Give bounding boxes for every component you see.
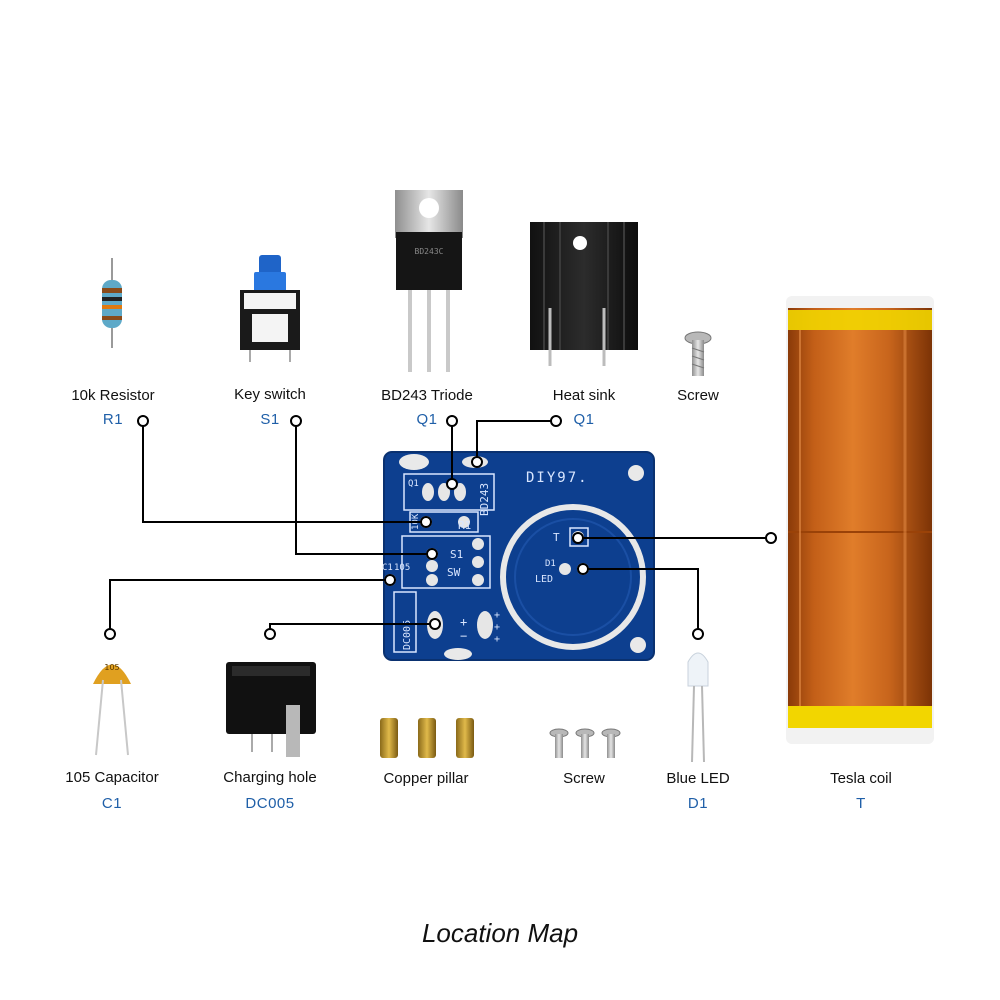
svg-text:+: + (494, 622, 500, 633)
svg-text:+: + (494, 610, 500, 621)
svg-text:+: + (494, 634, 500, 645)
transistor-image: BD243C (395, 190, 463, 372)
connector-d1 (583, 568, 699, 634)
heat-sink-image (530, 222, 638, 366)
tesla-coil-ref-label: T (856, 795, 866, 812)
svg-text:−: − (460, 629, 467, 643)
capacitor-name-label: 105 Capacitor (65, 769, 159, 786)
charging-hole-ref-label: DC005 (245, 795, 295, 812)
bd243-marking: BD243C (415, 247, 444, 256)
connector-q1-heatsink (476, 420, 556, 462)
heat-sink-ref-label: Q1 (573, 411, 595, 428)
key-switch-image (240, 255, 300, 362)
screw-image-bottom (549, 728, 621, 758)
resistor-image (102, 258, 122, 348)
pcb-brand-label: DIY97. (526, 470, 589, 486)
heat-sink-name-label: Heat sink (552, 387, 616, 404)
tesla-coil-name-label: Tesla coil (830, 770, 892, 787)
key-switch-ref-label: S1 (260, 411, 280, 428)
pcb-105-label: 105 (394, 563, 410, 573)
screw-image-top (684, 331, 712, 376)
blue-led-ref-label: D1 (687, 795, 709, 812)
screw-bottom-name-label: Screw (563, 770, 605, 787)
pcb-s1-label: S1 (450, 548, 463, 561)
pcb-bd243-label: BD243 (478, 483, 491, 516)
dc-jack-image (226, 662, 316, 757)
connector-s1 (295, 421, 432, 555)
pcb-t-label: T (553, 531, 560, 544)
pcb-c1-label: C1 (382, 563, 393, 573)
transistor-name-label: BD243 Triode (381, 387, 473, 404)
blue-led-image (687, 652, 709, 763)
connector-endpoints (104, 415, 777, 640)
connector-c1 (109, 579, 390, 634)
copper-pillar-image (380, 718, 474, 758)
transistor-ref-label: Q1 (416, 411, 438, 428)
pcb-q1-label: Q1 (408, 479, 419, 489)
pcb-led-label: LED (535, 574, 553, 585)
pcb-r1-label: R1 (458, 519, 471, 532)
copper-pillar-name-label: Copper pillar (383, 770, 469, 787)
diagram-title: Location Map (421, 918, 579, 948)
svg-text:+: + (460, 615, 467, 629)
key-switch-name-label: Key switch (234, 386, 306, 403)
charging-hole-name-label: Charging hole (223, 769, 317, 786)
pcb-sw-label: SW (447, 566, 461, 579)
screw-top-name-label: Screw (677, 387, 719, 404)
capacitor-ref-label: C1 (101, 795, 123, 812)
capacitor-image: 105 (93, 663, 131, 756)
capacitor-marking: 105 (104, 663, 119, 672)
pcb-d1-label: D1 (545, 559, 556, 569)
resistor-name-label: 10k Resistor (71, 387, 155, 404)
blue-led-name-label: Blue LED (666, 770, 730, 787)
resistor-ref-label: R1 (102, 411, 124, 428)
pcb-dc005-label: DC005 (402, 620, 413, 650)
tesla-coil-image (786, 296, 934, 744)
connector-r1 (142, 421, 426, 523)
pcb-board: DIY97. Q1 BD243 R1 10K S1 SW C1 105 DC00… (382, 451, 655, 661)
